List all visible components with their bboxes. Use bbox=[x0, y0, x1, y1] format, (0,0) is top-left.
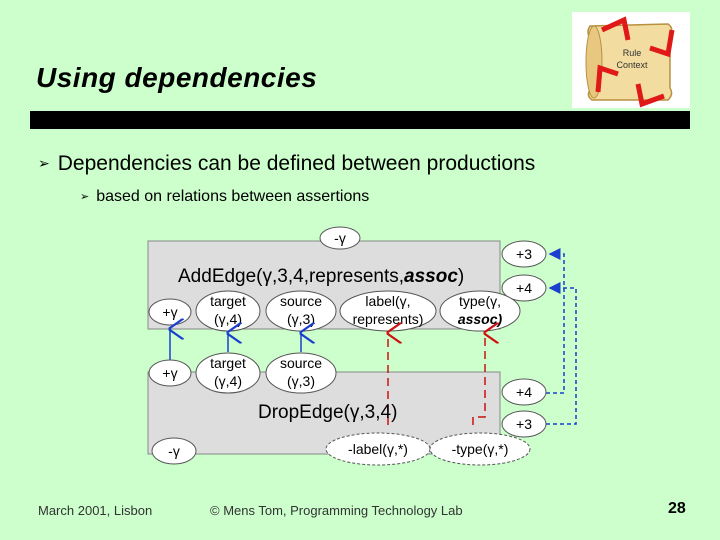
badge-plus3-bottom bbox=[501, 410, 547, 438]
bullet-1: ➢ Dependencies can be defined between pro… bbox=[38, 152, 535, 176]
dependency-diagram: -γ AddEdge(γ,3,4,represents,assoc) +3 +4… bbox=[147, 226, 577, 466]
svg-text:source: source bbox=[280, 293, 322, 309]
svg-text:+γ: +γ bbox=[162, 304, 177, 320]
svg-text:(γ,4): (γ,4) bbox=[214, 311, 242, 327]
svg-text:source: source bbox=[280, 355, 322, 371]
svg-text:assoc): assoc) bbox=[458, 311, 503, 327]
plus-gamma-bottom bbox=[148, 359, 192, 387]
svg-text:+4: +4 bbox=[516, 280, 532, 296]
svg-text:+γ: +γ bbox=[162, 365, 177, 381]
bullet-arrow-icon: ➢ bbox=[80, 191, 90, 203]
svg-text:target: target bbox=[210, 355, 246, 371]
badge-plus4-bottom bbox=[501, 378, 547, 406]
conflict-arrow-type bbox=[472, 333, 485, 425]
svg-text:-γ: -γ bbox=[168, 443, 180, 459]
svg-text:label(γ,: label(γ, bbox=[365, 293, 410, 309]
target-node-bottom bbox=[195, 352, 261, 394]
type-node-top bbox=[439, 290, 521, 332]
svg-text:target: target bbox=[210, 293, 246, 309]
logo-text-1: Rule bbox=[623, 48, 642, 58]
add-edge-title: AddEdge(γ,3,4,represents,assoc) bbox=[178, 266, 464, 287]
page-number: 28 bbox=[668, 500, 686, 517]
title-underline-bar bbox=[30, 111, 690, 129]
footer-date-location: March 2001, Lisbon bbox=[38, 503, 153, 518]
drop-edge-title: DropEdge(γ,3,4) bbox=[258, 402, 397, 423]
svg-text:+4: +4 bbox=[516, 384, 532, 400]
logo-text-2: Context bbox=[616, 60, 648, 70]
footer-copyright: © Mens Tom, Programming Technology Lab bbox=[210, 503, 463, 518]
bullet-2-text: based on relations between assertions bbox=[96, 188, 370, 205]
svg-text:+3: +3 bbox=[516, 416, 532, 432]
source-node-bottom bbox=[265, 352, 337, 394]
svg-text:+3: +3 bbox=[516, 246, 532, 262]
feedback-arrow-3 bbox=[546, 248, 565, 394]
badge-plus4-top bbox=[501, 274, 547, 302]
bullet-1-text: Dependencies can be defined between prod… bbox=[57, 152, 536, 175]
svg-text:(γ,3): (γ,3) bbox=[287, 311, 315, 327]
rule-context-logo: Rule Context bbox=[572, 12, 690, 108]
svg-text:(γ,4): (γ,4) bbox=[214, 373, 242, 389]
slide-title: Using dependencies bbox=[36, 62, 318, 93]
svg-text:-label(γ,*): -label(γ,*) bbox=[348, 441, 408, 457]
svg-text:type(γ,: type(γ, bbox=[459, 293, 501, 309]
svg-text:(γ,3): (γ,3) bbox=[287, 373, 315, 389]
top-neg-gamma-node bbox=[319, 226, 361, 250]
feedback-arrow-4 bbox=[546, 282, 577, 425]
svg-text:represents): represents) bbox=[353, 311, 424, 327]
bullet-2: ➢ based on relations between assertions bbox=[80, 188, 369, 206]
neg-type-node bbox=[429, 432, 531, 466]
top-neg-gamma-label: -γ bbox=[334, 230, 346, 246]
svg-text:-type(γ,*): -type(γ,*) bbox=[452, 441, 509, 457]
bullet-arrow-icon: ➢ bbox=[38, 155, 50, 171]
badge-plus3-top bbox=[501, 240, 547, 268]
neg-gamma-bottom bbox=[151, 437, 197, 465]
